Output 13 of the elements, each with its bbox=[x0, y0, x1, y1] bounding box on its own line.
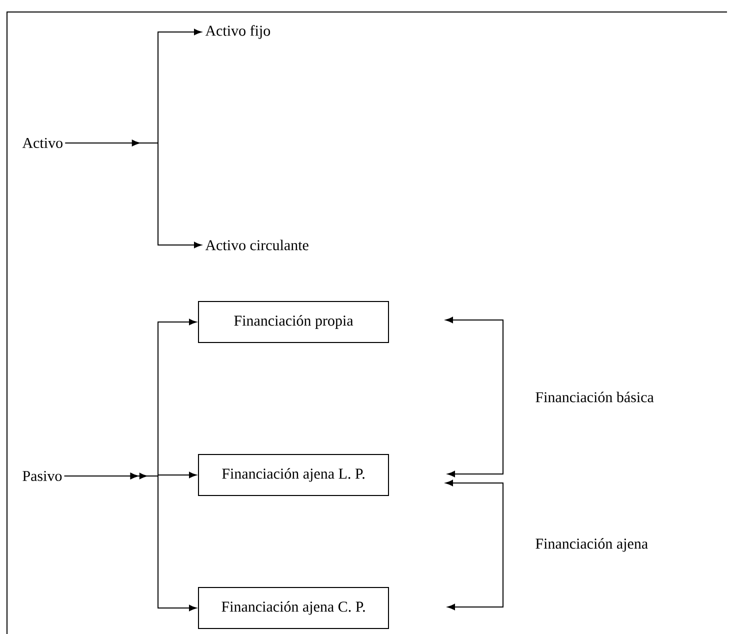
process-box: Financiación ajena L. P. bbox=[198, 454, 389, 496]
edge-label: Financiación ajena bbox=[536, 538, 648, 552]
node-label: Pasivo bbox=[22, 470, 62, 482]
edge-label: Financiación básica bbox=[536, 392, 654, 402]
node-label: Activo fijo bbox=[205, 25, 270, 39]
node-label: Activo bbox=[22, 138, 62, 148]
process-box: Financiación propia bbox=[198, 301, 389, 343]
process-box: Financiación ajena C. P. bbox=[198, 587, 389, 629]
arrow bbox=[64, 140, 202, 248]
bracket-arrow bbox=[446, 480, 504, 610]
bracket-arrow bbox=[446, 316, 504, 478]
node-label: Activo circulante bbox=[205, 240, 308, 250]
arrow bbox=[64, 472, 196, 612]
